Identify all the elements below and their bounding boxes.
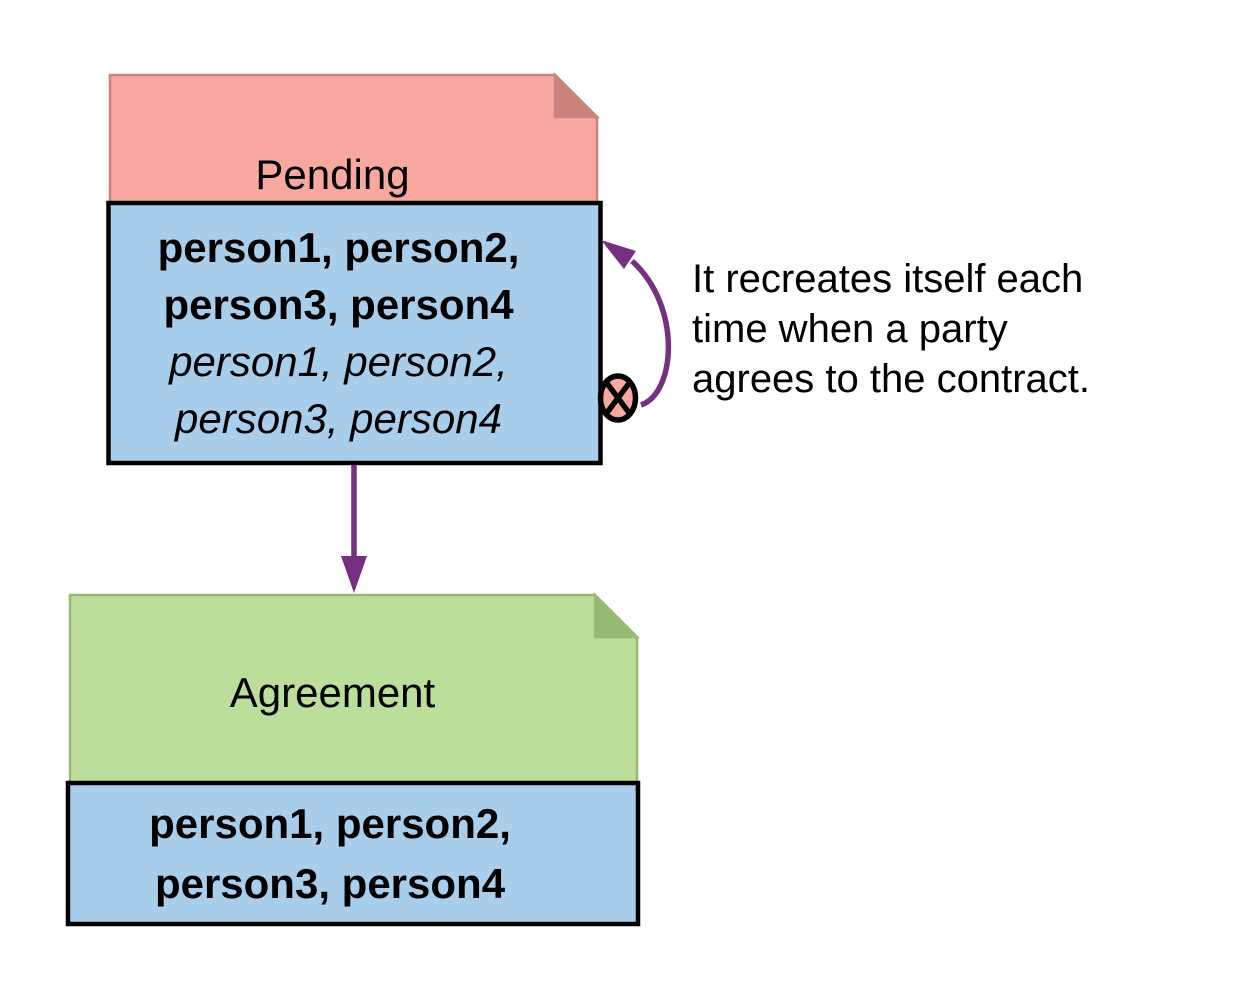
- pending-header-shape: [108, 73, 599, 205]
- archive-cross-line-2: [603, 380, 633, 416]
- agreement-parties-box: [65, 780, 641, 927]
- agreement-title: Agreement: [229, 669, 436, 716]
- annotation-text: It recreates itself each time when a par…: [692, 254, 1132, 404]
- archive-icon: [597, 373, 639, 423]
- agreement-signatories-line: person3, person4: [154, 859, 506, 907]
- pending-signatories-line: person3, person4: [163, 281, 514, 328]
- annotation-line: time when a party: [692, 307, 1008, 351]
- pending-signatories-line: person1, person2,: [157, 224, 520, 271]
- arrow-head-icon: [341, 556, 367, 593]
- pending-observers-line: person1, person2,: [169, 338, 508, 385]
- agreement-note: [65, 591, 641, 927]
- annotation-line: It recreates itself each: [692, 257, 1084, 301]
- arc-arrow-head-icon: [601, 240, 636, 269]
- agreement-signatories-line: person1, person2,: [149, 799, 511, 847]
- pending-observers-line: person3, person4: [175, 395, 502, 442]
- annotation-line: agrees to the contract.: [692, 357, 1091, 401]
- pending-title: Pending: [255, 150, 410, 198]
- agreement-header-shape: [68, 593, 639, 785]
- arc-shaft: [630, 258, 672, 408]
- pending-parties-box: [106, 200, 603, 466]
- agreement-parties: person1, person2, person3, person4: [68, 783, 638, 924]
- pending-parties: person1, person2, person3, person4 perso…: [108, 203, 601, 463]
- pending-note: [106, 71, 603, 466]
- pending-fold-corner-icon: [553, 71, 601, 119]
- agreement-fold-corner-icon: [593, 591, 641, 639]
- self-recreate-arrow: [601, 240, 672, 408]
- create-agreement-arrow: [341, 465, 367, 593]
